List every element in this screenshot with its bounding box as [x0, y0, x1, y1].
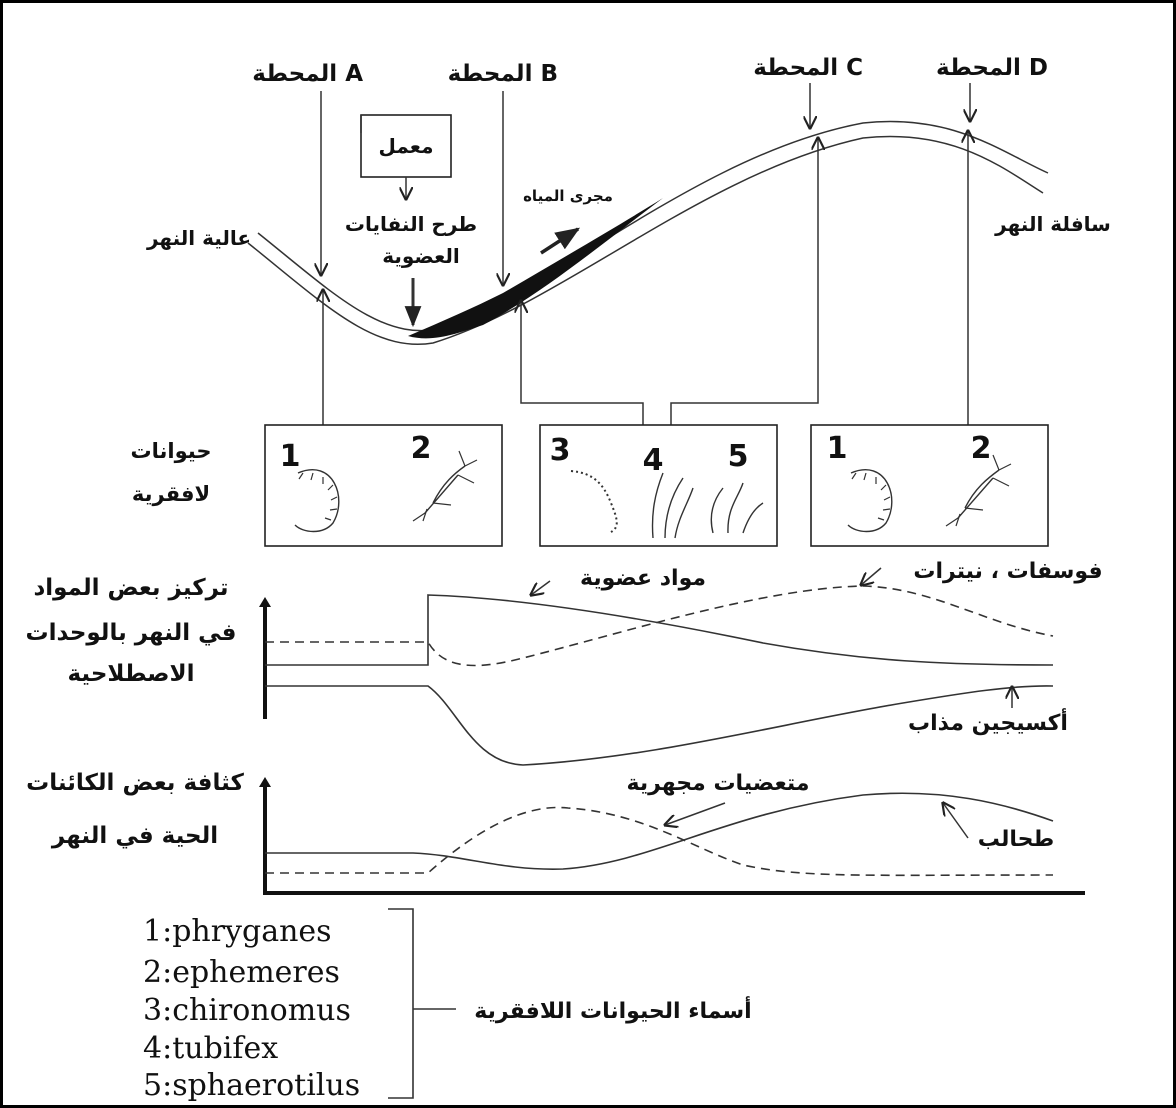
density-ylabel-2: الحية في النهر — [51, 823, 218, 849]
invertebrates-title-1: حيوانات — [131, 439, 212, 463]
legend-item-2: 2:ephemeres — [143, 955, 340, 990]
legend-item-1: 1:phryganes — [143, 914, 332, 949]
density-ylabel-1: كثافة بعض الكائنات — [26, 770, 244, 796]
box3-number-1: 1 — [827, 431, 848, 466]
organic-matter-label: مواد عضوية — [580, 566, 706, 591]
station-b-label: المحطة B — [448, 61, 558, 87]
legend-bracket — [388, 908, 456, 1099]
river — [247, 120, 1049, 345]
organic-matter-curve — [265, 594, 1054, 666]
invertebrates-title-2: لافقرية — [132, 482, 210, 506]
station-a-label: المحطة A — [252, 61, 363, 87]
concentration-graph — [259, 567, 1054, 766]
box2-number-3: 3 — [550, 433, 571, 468]
upstream-label: عالية النهر — [146, 226, 251, 250]
waste-label-2: العضوية — [382, 244, 460, 268]
box2-number-4: 4 — [643, 443, 664, 478]
microorganisms-label: متعضيات مجهرية — [627, 771, 810, 796]
animal-box-3 — [810, 424, 1049, 547]
box1-number-1: 1 — [280, 439, 301, 474]
station-d-label: المحطة D — [936, 55, 1048, 81]
river-pollution-diagram: المحطة A المحطة B المحطة C المحطة D معمل… — [26, 55, 1111, 1103]
algae-label: طحالب — [978, 827, 1054, 852]
station-c-label: المحطة C — [753, 55, 863, 81]
concentration-ylabel-3: الاصطلاحية — [67, 661, 194, 687]
legend-label: أسماء الحيوانات اللافقرية — [474, 995, 751, 1024]
box2-number-5: 5 — [728, 439, 749, 474]
flow-arrow — [540, 227, 581, 255]
box3-number-2: 2 — [971, 431, 992, 466]
oxygen-label: أكسيجين مذاب — [908, 707, 1068, 736]
factory-box — [360, 114, 452, 178]
legend-item-3: 3:chironomus — [143, 993, 351, 1028]
downstream-label: سافلة النهر — [994, 212, 1111, 236]
animal-box-2 — [539, 424, 778, 547]
oxygen-curve — [265, 685, 1054, 766]
legend-item-5: 5:sphaerotilus — [143, 1068, 360, 1103]
concentration-ylabel-1: تركيز بعض المواد — [33, 575, 228, 601]
microorganisms-curve — [265, 806, 1054, 877]
nutrients-label: فوسفات ، نيترات — [913, 559, 1102, 584]
nutrients-curve — [265, 585, 1054, 667]
density-graph — [259, 777, 1085, 895]
legend-item-4: 4:tubifex — [143, 1031, 278, 1066]
concentration-ylabel-2: في النهر بالوحدات — [26, 620, 237, 646]
algae-curve — [265, 792, 1054, 870]
waste-label-1: طرح النفايات — [345, 212, 477, 236]
flow-label: مجرى المياه — [523, 187, 613, 205]
box1-number-2: 2 — [411, 431, 432, 466]
animal-box-1 — [264, 424, 503, 547]
factory-label: معمل — [379, 134, 434, 158]
